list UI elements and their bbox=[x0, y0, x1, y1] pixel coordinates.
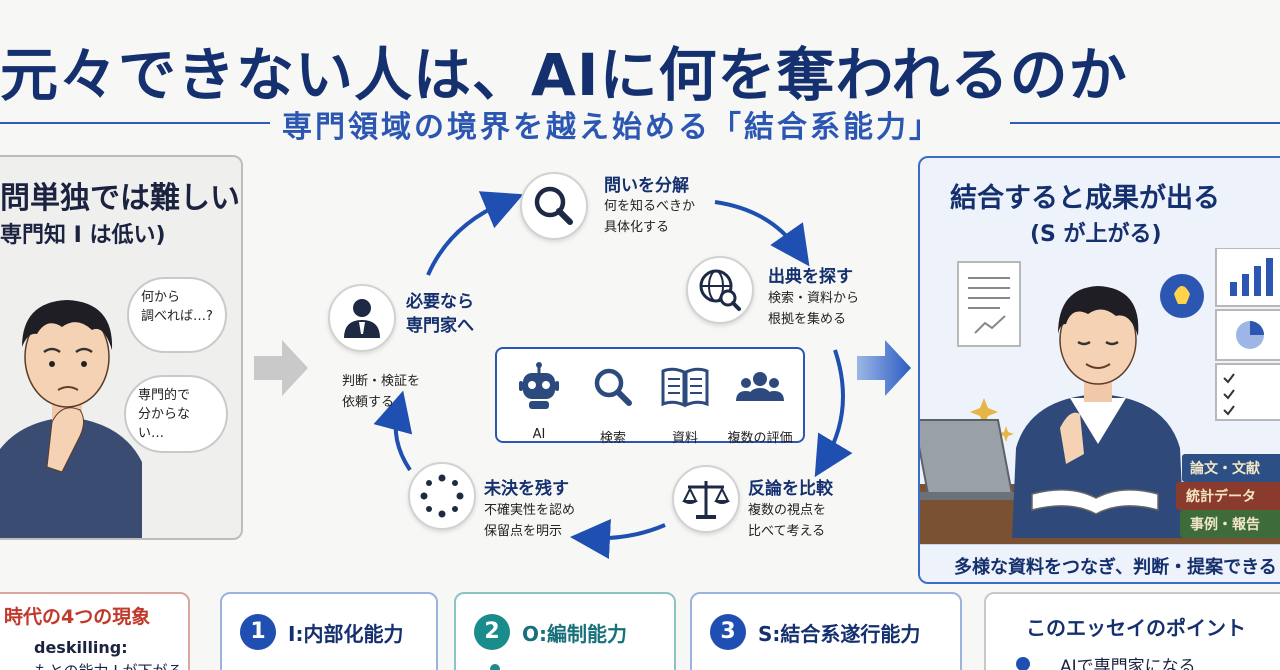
subtitle-rule-right bbox=[1010, 122, 1280, 124]
node-sources-title: 出典を探す bbox=[768, 267, 853, 287]
cycle-arrows bbox=[373, 191, 853, 559]
pie-card-icon bbox=[1215, 309, 1280, 361]
sparkle-icon bbox=[970, 398, 998, 426]
left-subheading: 専門知 I は低い) bbox=[0, 223, 166, 248]
points-bullet bbox=[1016, 657, 1030, 670]
page-title: 元々できない人は、AIに何を奪われるのか bbox=[0, 41, 1128, 109]
card-1-number: 1 bbox=[240, 614, 276, 650]
phenomena-card: 時代の4つの現象 deskilling: もとの能力 I が下がる bbox=[0, 592, 190, 670]
node-sources-desc: 検索・資料から 根拠を集める bbox=[768, 291, 860, 327]
tool-ai-label: AI bbox=[532, 427, 546, 442]
checklist-card-icon bbox=[1215, 363, 1280, 421]
subtitle: 専門領域の境界を越え始める「結合系能力」 bbox=[282, 110, 942, 145]
card-2-bullet bbox=[490, 664, 500, 670]
right-caption: 多様な資料をつなぎ、判断・提案できる bbox=[954, 557, 1277, 578]
confused-person-illustration bbox=[0, 300, 142, 538]
node-decompose bbox=[520, 172, 588, 240]
node-compare-title: 反論を比較 bbox=[748, 479, 833, 499]
subtitle-banner: 専門領域の境界を越え始める「結合系能力」 bbox=[0, 100, 1280, 146]
thought-bubble-2: 専門的で 分からない… bbox=[124, 375, 228, 453]
right-heading: 結合すると成果が出る bbox=[950, 183, 1220, 214]
robot-icon bbox=[519, 362, 559, 409]
book-label-2: 統計データ bbox=[1186, 489, 1256, 505]
search-icon bbox=[594, 368, 632, 406]
points-card: このエッセイのポイント AIで専門家になる bbox=[984, 592, 1280, 670]
tool-docs: 資料 bbox=[647, 359, 723, 446]
node-sources bbox=[686, 256, 754, 324]
tool-search-label: 検索 bbox=[599, 431, 626, 446]
thought-bubble-1: 何から 調べれば…? bbox=[127, 277, 227, 353]
book-label-3: 事例・報告 bbox=[1190, 517, 1260, 533]
lightbulb-icon bbox=[1160, 274, 1204, 318]
card-2-label: O:編制能力 bbox=[522, 622, 627, 646]
node-unresolved-desc: 不確実性を認め 保留点を明示 bbox=[484, 503, 576, 539]
phenomena-item-desc: もとの能力 I が下がる bbox=[34, 660, 183, 670]
card-combination: 3 S:結合系遂行能力 bbox=[690, 592, 962, 670]
people-icon bbox=[736, 372, 784, 401]
globe-search-icon bbox=[699, 269, 741, 311]
node-unresolved bbox=[408, 462, 476, 530]
success-person-illustration bbox=[920, 248, 1280, 544]
node-unresolved-title: 未決を残す bbox=[484, 479, 569, 499]
card-1-label: I:内部化能力 bbox=[288, 622, 404, 646]
scales-icon bbox=[682, 481, 730, 519]
book-icon bbox=[661, 367, 709, 408]
phenomena-title: 時代の4つの現象 bbox=[4, 606, 151, 628]
laptop-icon bbox=[920, 419, 1040, 500]
node-expert bbox=[328, 284, 396, 352]
magnifier-icon bbox=[534, 186, 573, 225]
chart-card-icon bbox=[1215, 248, 1280, 307]
card-2-number: 2 bbox=[474, 614, 510, 650]
document-icon bbox=[957, 261, 1021, 347]
node-compare-desc: 複数の視点を 比べて考える bbox=[748, 503, 827, 539]
points-title: このエッセイのポイント bbox=[1026, 616, 1246, 640]
left-heading: 問単独では難しい bbox=[0, 181, 240, 216]
points-item: AIで専門家になる bbox=[1060, 657, 1196, 670]
node-decompose-title: 問いを分解 bbox=[604, 176, 689, 196]
subtitle-rule-left bbox=[0, 122, 270, 124]
card-internalization: 1 I:内部化能力 bbox=[220, 592, 438, 670]
node-expert-title: 必要なら 専門家へ bbox=[406, 292, 474, 336]
expert-person-icon bbox=[344, 299, 380, 338]
card-3-label: S:結合系遂行能力 bbox=[758, 622, 921, 646]
tool-search: 検索 bbox=[575, 359, 651, 446]
blue-arrow-icon bbox=[857, 340, 911, 396]
card-orchestration: 2 O:編制能力 bbox=[454, 592, 676, 670]
tool-docs-label: 資料 bbox=[671, 431, 698, 446]
tool-ai: AI bbox=[501, 359, 577, 442]
node-expert-desc: 判断・検証を 依頼する bbox=[342, 374, 421, 410]
right-caption-bar: 多様な資料をつなぎ、判断・提案できる bbox=[920, 544, 1280, 582]
tool-multi-eval-label: 複数の評価 bbox=[727, 431, 793, 446]
book-label-1: 論文・文献 bbox=[1190, 461, 1260, 477]
card-3-number: 3 bbox=[710, 614, 746, 650]
book-stack bbox=[1176, 454, 1280, 538]
phenomena-item: deskilling: bbox=[34, 638, 128, 657]
tool-multi-eval: 複数の評価 bbox=[717, 359, 803, 446]
right-subheading: (S が上がる) bbox=[1030, 222, 1162, 247]
dots-circle-icon bbox=[420, 474, 464, 518]
left-panel: 問単独では難しい 専門知 I は低い) 何から 調べれば…? 専門的で 分からな… bbox=[0, 155, 243, 540]
node-compare bbox=[672, 465, 740, 533]
tools-box: AI 検索 資料 複数の評価 bbox=[495, 347, 805, 446]
node-decompose-desc: 何を知るべきか 具体化する bbox=[604, 199, 696, 235]
right-panel: 結合すると成果が出る (S が上がる) bbox=[918, 156, 1280, 584]
gray-arrow-icon bbox=[254, 340, 308, 396]
